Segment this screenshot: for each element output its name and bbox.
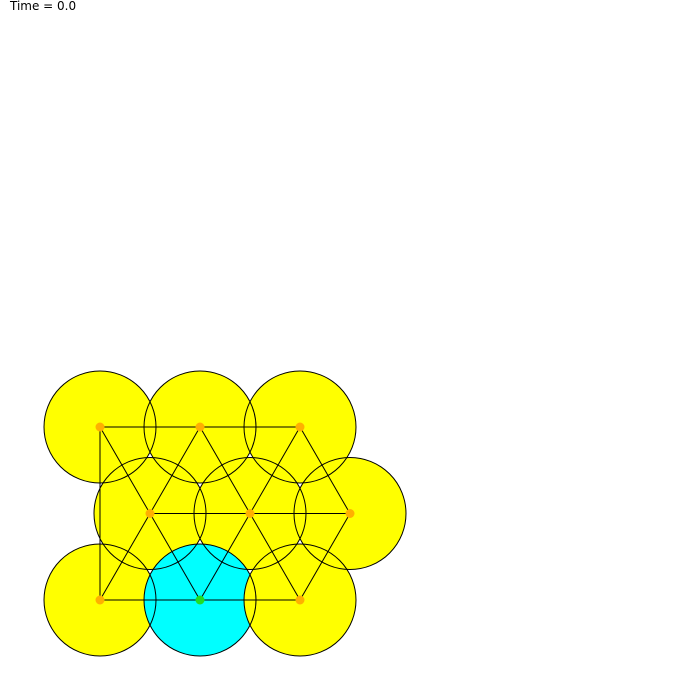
particle-center (295, 422, 305, 432)
particle-center (195, 422, 205, 432)
bond-line (249, 513, 301, 601)
bond-line (149, 426, 201, 514)
bond-line (249, 426, 301, 514)
particle-center (295, 595, 305, 605)
bond-line (299, 513, 351, 601)
bond-line (99, 426, 151, 514)
bond-lines-layer (99, 426, 351, 601)
particle-center (245, 509, 255, 518)
bond-line (149, 513, 201, 601)
particle-center (95, 422, 105, 432)
bond-line (299, 426, 351, 514)
bond-line (199, 426, 251, 514)
particle-center (345, 509, 355, 518)
time-readout: Time = 0.0 (10, 0, 77, 13)
bond-line (99, 513, 151, 601)
bond-line (199, 513, 251, 601)
highlighted-particle-center (195, 595, 205, 605)
particle-center (95, 595, 105, 605)
particle-centers-layer (95, 422, 355, 605)
particle-center (145, 509, 155, 518)
